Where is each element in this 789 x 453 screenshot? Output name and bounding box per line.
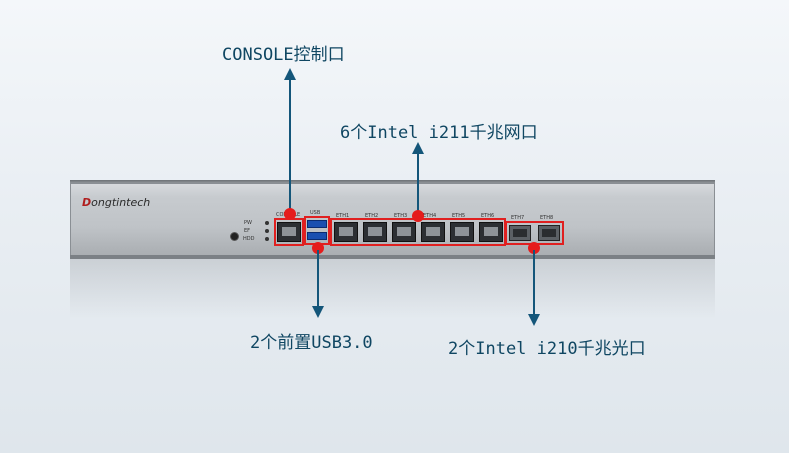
led-label-hdd: HDD	[243, 236, 255, 242]
eth1-port[interactable]	[334, 222, 358, 242]
console-arrow-head	[284, 68, 296, 80]
console-leader-line	[289, 80, 291, 214]
eth6-label: ETH6	[481, 213, 495, 219]
console-port-callout: CONSOLE控制口	[222, 45, 345, 65]
sfp-port-eth7[interactable]	[509, 225, 531, 241]
chassis-bottom-edge	[70, 255, 715, 259]
eth2-label: ETH2	[365, 213, 379, 219]
console-marker-dot	[284, 208, 296, 220]
eth-highlight-box	[330, 218, 506, 246]
i210-arrow-head	[528, 314, 540, 326]
eth5-label: ETH5	[452, 213, 466, 219]
eth3-label: ETH3	[394, 213, 408, 219]
i211-leader-line	[417, 154, 419, 214]
eth5-port[interactable]	[450, 222, 474, 242]
i211-marker-dot	[412, 210, 424, 222]
eth1-label: ETH1	[336, 213, 350, 219]
i211-arrow-head	[412, 142, 424, 154]
usb-port-2[interactable]	[307, 232, 327, 240]
usb-leader-line	[317, 250, 319, 308]
panel-reflection	[70, 259, 715, 319]
eth6-port[interactable]	[479, 222, 503, 242]
chassis-top-edge	[70, 180, 715, 185]
led-label-pw: PW	[244, 220, 252, 226]
sfp-port-eth8[interactable]	[538, 225, 560, 241]
led-hdd	[265, 237, 269, 241]
console-port[interactable]	[277, 222, 301, 242]
eth2-port[interactable]	[363, 222, 387, 242]
intel-i210-callout: 2个Intel i210千兆光口	[448, 339, 646, 359]
console-highlight-box	[274, 218, 304, 246]
usb-highlight-box	[304, 216, 330, 245]
eth4-label: ETH4	[423, 213, 437, 219]
i210-marker-dot	[528, 242, 540, 254]
brand-logo: Dongtintech	[82, 196, 151, 209]
eth7-label: ETH7	[511, 215, 525, 221]
eth3-port[interactable]	[392, 222, 416, 242]
i210-leader-line	[533, 250, 535, 316]
eth4-port[interactable]	[421, 222, 445, 242]
usb-callout: 2个前置USB3.0	[250, 333, 373, 353]
usb-port-label: USB	[310, 210, 321, 216]
intel-i211-callout: 6个Intel i211千兆网口	[340, 123, 538, 143]
led-ef	[265, 229, 269, 233]
eth8-label: ETH8	[540, 215, 554, 221]
power-button[interactable]	[230, 232, 239, 241]
usb-arrow-head	[312, 306, 324, 318]
led-label-ef: EF	[244, 228, 251, 234]
led-pw	[265, 221, 269, 225]
usb-port-1[interactable]	[307, 220, 327, 228]
usb-marker-dot	[312, 242, 324, 254]
